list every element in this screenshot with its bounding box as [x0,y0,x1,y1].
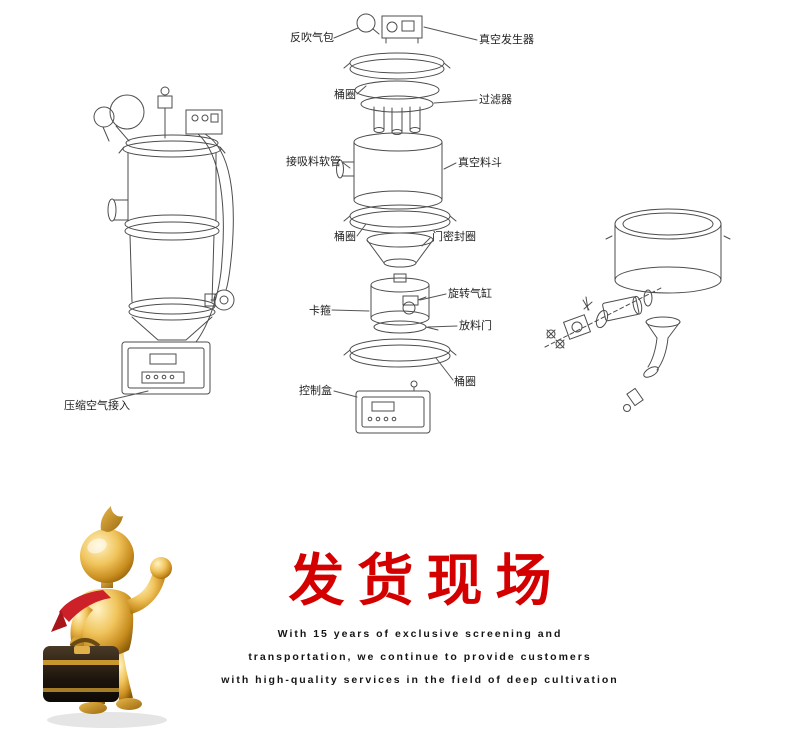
label-filter: 过滤器 [479,94,512,106]
label-blowback-air-bag: 反吹气包 [290,32,334,44]
label-clamp: 卡箍 [309,305,331,317]
label-barrel-ring-top: 桶圈 [334,89,356,101]
barrel-ring-bottom-part-icon [343,338,457,368]
discharge-valve-part-icon [370,273,439,334]
label-suction-hose-port: 接吸料软管 [286,156,341,168]
banner-description: With 15 years of exclusive screening and… [120,623,720,692]
vacuum-hopper-part-icon [336,132,443,210]
label-discharge-door: 放料门 [459,320,492,332]
assembled-machine-drawing-icon [93,86,235,395]
discharge-assembly-drawing-icon [544,208,731,412]
label-barrel-ring-middle: 桶圈 [334,231,356,243]
control-box-part-icon [355,380,431,434]
filter-part-icon [360,95,434,135]
banner-description-line-1: With 15 years of exclusive screening and [277,628,563,640]
label-control-box: 控制盒 [299,385,332,397]
label-vacuum-hopper: 真空料斗 [458,157,502,169]
banner-title: 发货现场 [288,549,565,612]
leader-lines [109,26,478,401]
label-door-seal-ring: 门密封圈 [432,231,476,243]
banner-description-line-2: transportation, we continue to provide c… [248,651,592,663]
technical-drawings [93,13,731,434]
label-rotary-cylinder: 旋转气缸 [448,288,492,300]
exploded-view-drawing-icon [336,13,457,434]
banner-description-line-3: with high-quality services in the field … [221,674,619,686]
blowback-air-bag-part-icon [356,13,380,35]
mascot-golden-businessman-icon [43,506,172,728]
vacuum-generator-part-icon [381,15,423,44]
label-barrel-ring-bottom: 桶圈 [454,376,476,388]
barrel-ring-top-part-icon [343,52,451,100]
label-compressed-air-inlet: 压缩空气接入 [64,400,130,412]
label-vacuum-generator: 真空发生器 [479,34,534,46]
door-seal-ring-part-icon [366,232,434,268]
